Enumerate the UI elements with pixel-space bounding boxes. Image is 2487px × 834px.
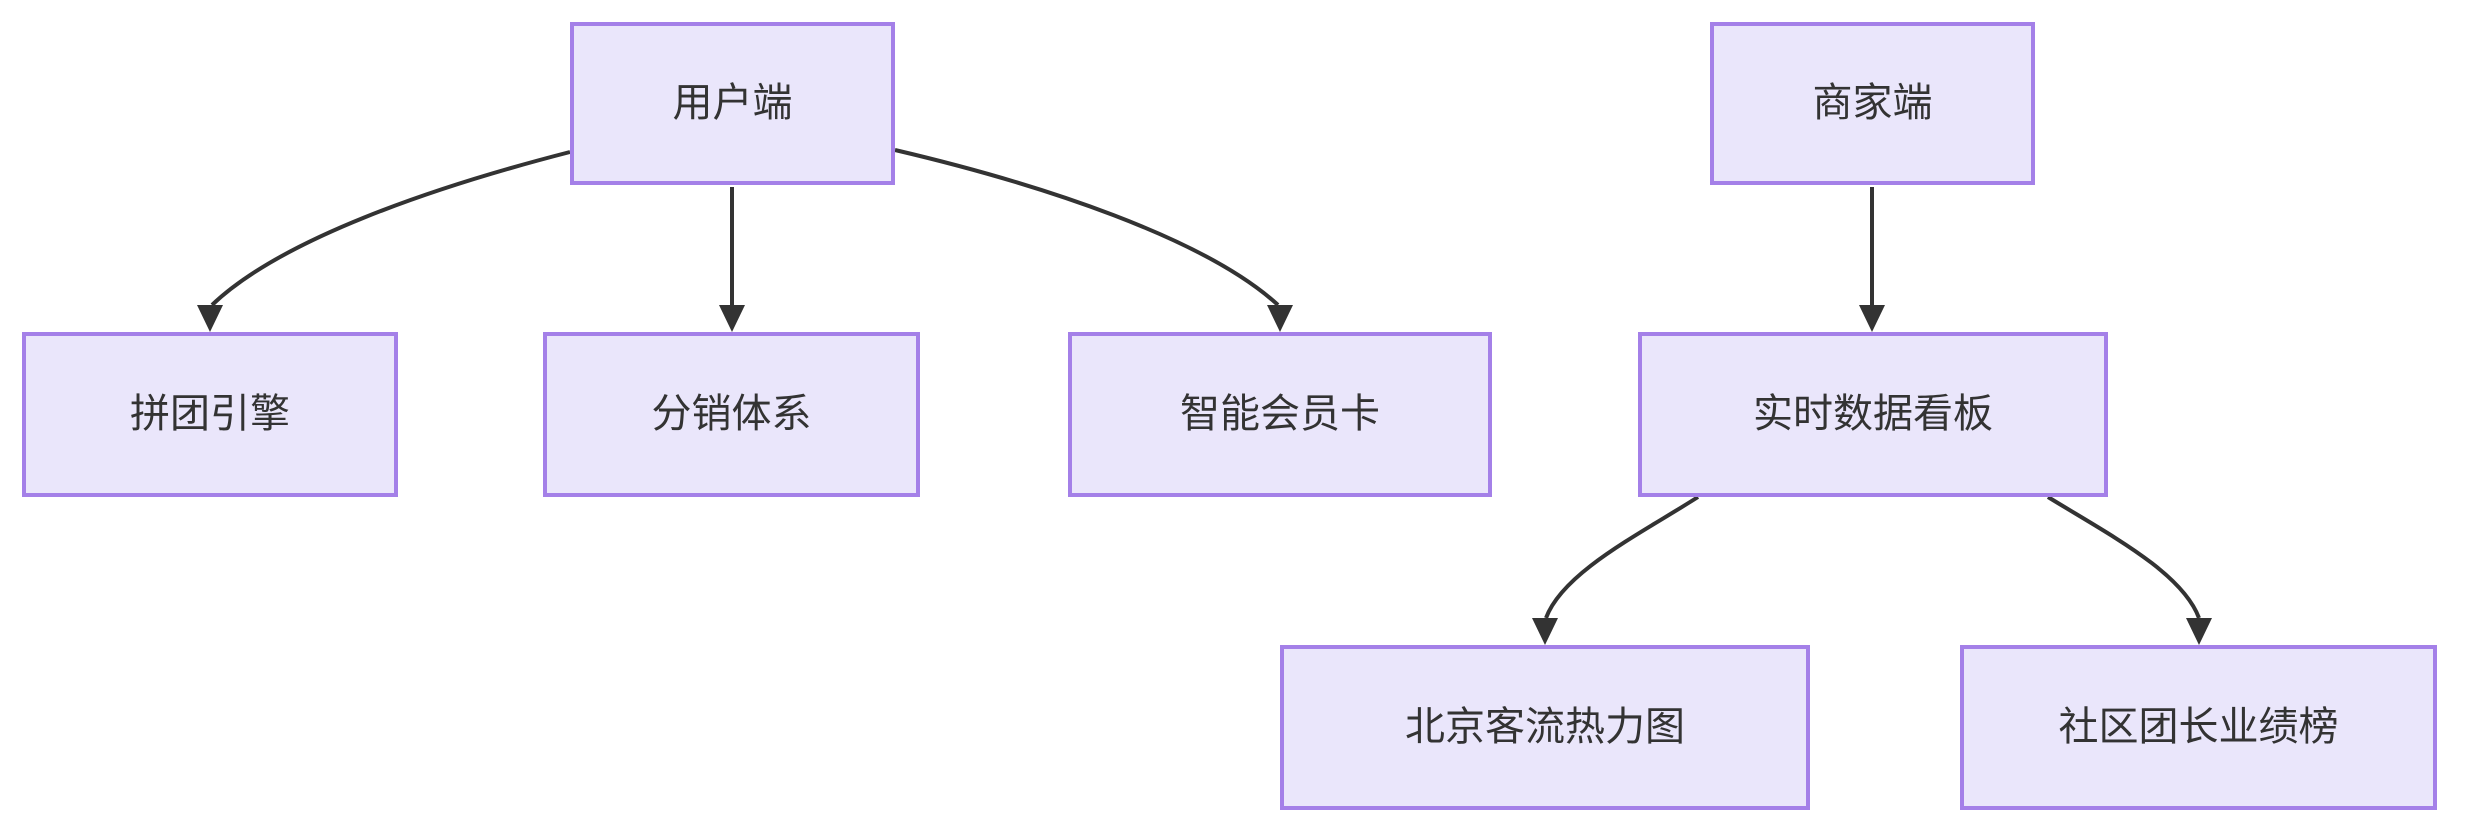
node-distribution-system-box[interactable] bbox=[543, 332, 920, 497]
edge-user-to-group-buy bbox=[197, 150, 571, 332]
edge-layer bbox=[197, 148, 2212, 645]
node-group-buy-engine-box[interactable] bbox=[22, 332, 398, 497]
edge-dashboard-to-heatmap-line bbox=[1544, 495, 1700, 619]
node-realtime-dashboard-label: 实时数据看板 bbox=[1753, 392, 1993, 436]
node-beijing-flow-heatmap[interactable]: 北京客流热力图 bbox=[1280, 645, 1810, 810]
edge-user-to-group-buy-arrowhead-icon bbox=[197, 305, 223, 332]
edge-dashboard-to-heatmap-arrowhead-icon bbox=[1532, 618, 1558, 645]
node-smart-membership-card-box[interactable] bbox=[1068, 332, 1492, 497]
edge-user-to-membership-line bbox=[894, 148, 1280, 307]
edge-dashboard-to-heatmap bbox=[1532, 495, 1700, 645]
node-beijing-flow-heatmap-label: 北京客流热力图 bbox=[1405, 705, 1685, 749]
node-community-leader-board-box[interactable] bbox=[1960, 645, 2437, 810]
node-merchant-client-box[interactable] bbox=[1710, 22, 2035, 185]
node-realtime-dashboard-box[interactable] bbox=[1638, 332, 2108, 497]
node-smart-membership-card[interactable]: 智能会员卡 bbox=[1068, 332, 1492, 497]
edge-merchant-to-dashboard-arrowhead-icon bbox=[1859, 305, 1885, 332]
node-community-leader-board-label: 社区团长业绩榜 bbox=[2059, 705, 2339, 749]
node-merchant-client[interactable]: 商家端 bbox=[1710, 22, 2035, 185]
node-group-buy-engine[interactable]: 拼团引擎 bbox=[22, 332, 398, 497]
edge-user-to-group-buy-line bbox=[210, 150, 571, 307]
node-community-leader-board[interactable]: 社区团长业绩榜 bbox=[1960, 645, 2437, 810]
node-user-client-box[interactable] bbox=[570, 22, 895, 185]
edge-dashboard-to-leaderboard bbox=[2046, 495, 2212, 645]
node-realtime-dashboard[interactable]: 实时数据看板 bbox=[1638, 332, 2108, 497]
edge-user-to-membership-arrowhead-icon bbox=[1267, 305, 1293, 332]
node-group-buy-engine-label: 拼团引擎 bbox=[130, 392, 290, 436]
edge-dashboard-to-leaderboard-arrowhead-icon bbox=[2186, 618, 2212, 645]
node-merchant-client-label: 商家端 bbox=[1813, 81, 1933, 125]
edge-user-to-distribution bbox=[719, 187, 745, 332]
node-smart-membership-card-label: 智能会员卡 bbox=[1180, 392, 1380, 436]
edge-merchant-to-dashboard bbox=[1859, 187, 1885, 332]
node-user-client[interactable]: 用户端 bbox=[570, 22, 895, 185]
edge-user-to-distribution-arrowhead-icon bbox=[719, 305, 745, 332]
node-distribution-system-label: 分销体系 bbox=[652, 392, 812, 436]
node-user-client-label: 用户端 bbox=[673, 81, 793, 125]
node-distribution-system[interactable]: 分销体系 bbox=[543, 332, 920, 497]
edge-user-to-membership bbox=[894, 148, 1293, 332]
node-beijing-flow-heatmap-box[interactable] bbox=[1280, 645, 1810, 810]
edge-dashboard-to-leaderboard-line bbox=[2046, 495, 2201, 619]
